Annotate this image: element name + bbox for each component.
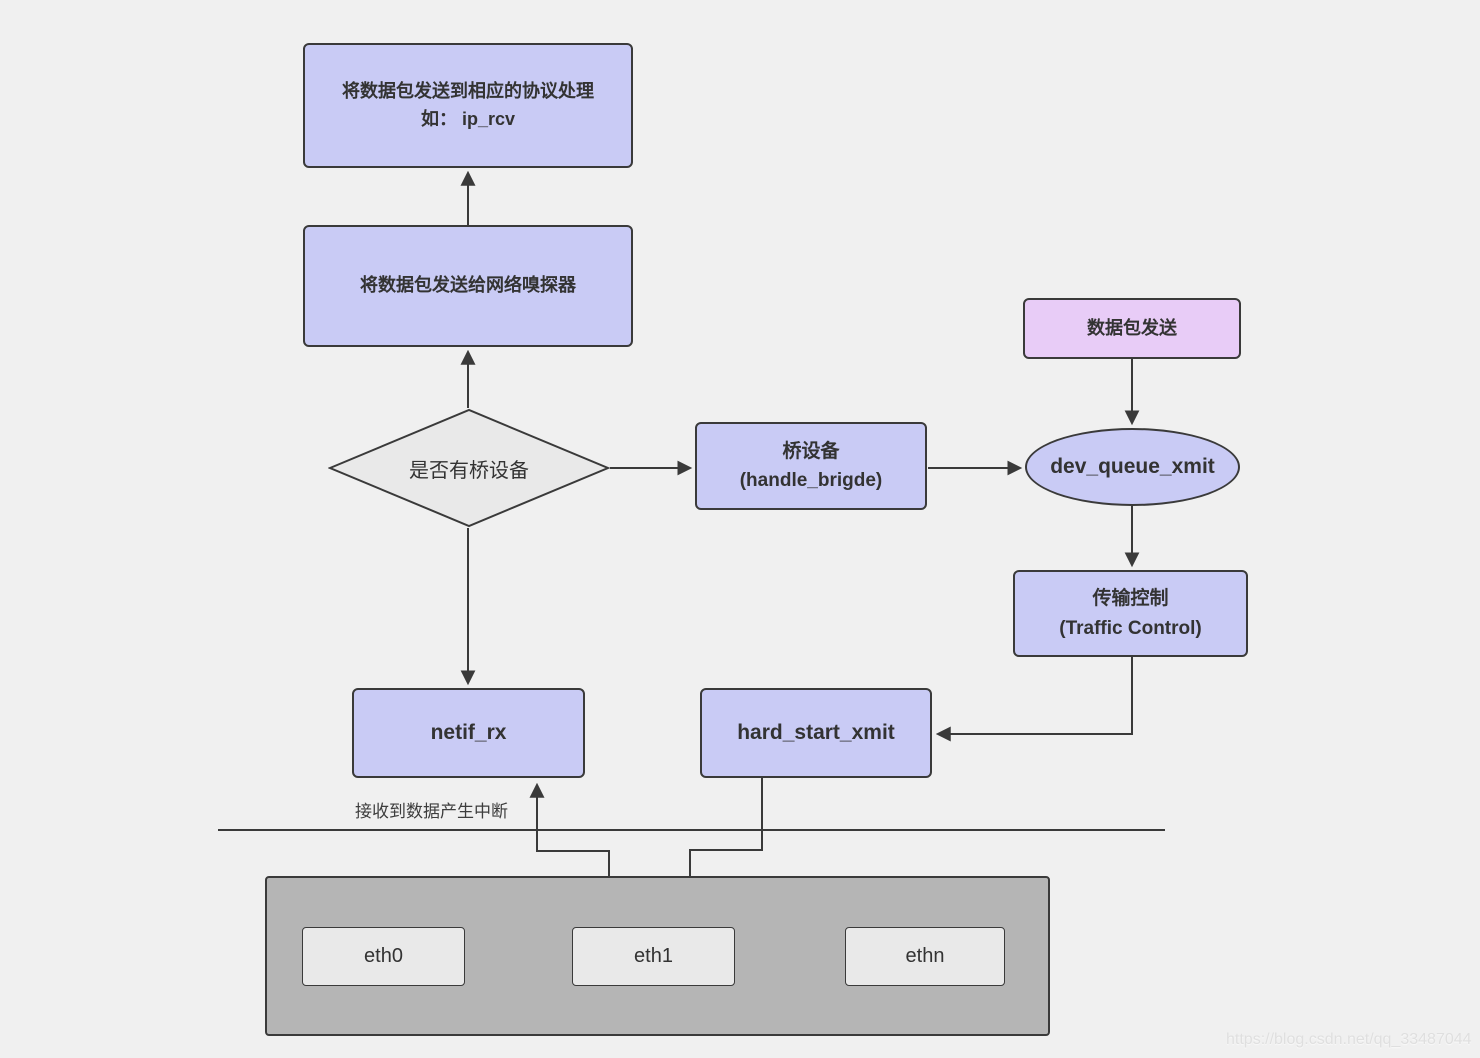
watermark-url: https://blog.csdn.net/qq_33487044 [1226, 1031, 1472, 1048]
node-ethn-label: ethn [905, 945, 945, 967]
node-eth1-label: eth1 [634, 945, 673, 967]
node-hard-start-xmit-label: hard_start_xmit [737, 721, 895, 744]
node-dev-queue-xmit-label: dev_queue_xmit [1050, 455, 1215, 478]
node-protocol-handler-line1: 将数据包发送到相应的协议处理 [342, 80, 594, 101]
node-dev-queue-xmit: dev_queue_xmit [1025, 428, 1240, 506]
node-ethn: ethn [845, 927, 1005, 986]
edge-traffic-to-hard-start-xmit [935, 657, 1133, 742]
node-netif-rx-label: netif_rx [430, 721, 507, 744]
node-eth0-label: eth0 [364, 945, 403, 967]
node-packet-send: 数据包发送 [1023, 298, 1241, 359]
decision-diamond-shape [328, 408, 610, 528]
decision-bridge-device-label: 是否有桥设备 [409, 459, 529, 482]
node-netif-rx: netif_rx [352, 688, 585, 778]
node-bridge-device-line1: 桥设备 [782, 440, 840, 462]
node-eth1: eth1 [572, 927, 735, 986]
node-bridge-device-line2: (handle_brigde) [739, 470, 883, 491]
node-sniffer-label: 将数据包发送给网络嗅探器 [360, 275, 576, 296]
node-packet-send-label: 数据包发送 [1087, 317, 1177, 338]
node-traffic-control: 传输控制 (Traffic Control) [1013, 570, 1248, 657]
node-eth0: eth0 [302, 927, 465, 986]
node-protocol-handler: 将数据包发送到相应的协议处理 如： ip_rcv [303, 43, 633, 168]
interrupt-annotation: 接收到数据产生中断 [355, 802, 508, 821]
node-protocol-handler-line2: 如： ip_rcv [420, 108, 516, 129]
node-traffic-control-line1: 传输控制 [1092, 588, 1169, 610]
decision-bridge-device: 是否有桥设备 [328, 408, 610, 528]
node-hard-start-xmit: hard_start_xmit [700, 688, 932, 778]
node-bridge-device: 桥设备 (handle_brigde) [695, 422, 927, 510]
node-traffic-control-line2: (Traffic Control) [1059, 617, 1202, 639]
node-sniffer: 将数据包发送给网络嗅探器 [303, 225, 633, 347]
